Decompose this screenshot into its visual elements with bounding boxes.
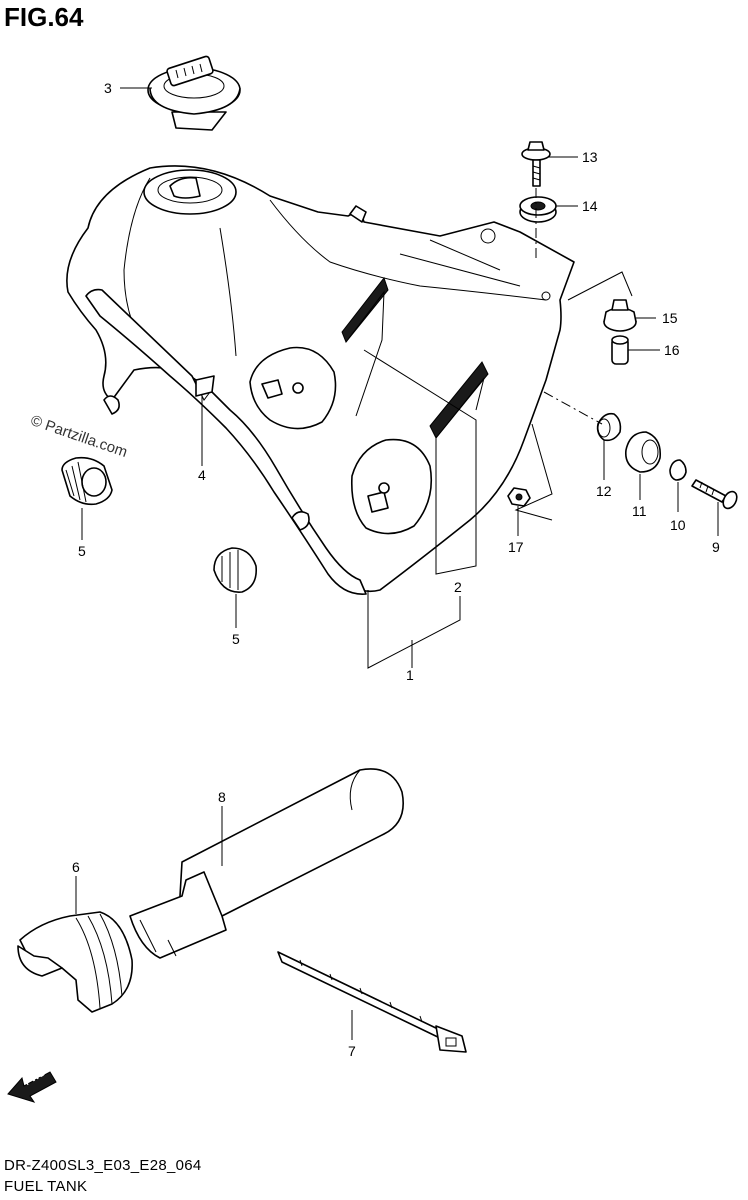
callout-11[interactable]: 11 — [632, 503, 647, 519]
callout-3[interactable]: 3 — [104, 80, 112, 96]
bolt-part-9[interactable] — [691, 479, 740, 511]
callout-4[interactable]: 4 — [198, 467, 206, 483]
page-caption: FUEL TANK — [4, 1178, 88, 1195]
cushion-part-5-a[interactable] — [61, 456, 113, 506]
callout-5-a[interactable]: 5 — [78, 543, 86, 559]
clamp-part-6[interactable] — [17, 911, 133, 1013]
callout-2[interactable]: 2 — [454, 579, 462, 595]
callout-14[interactable]: 14 — [582, 198, 598, 214]
pad-part-2[interactable] — [341, 276, 489, 439]
callout-10[interactable]: 10 — [670, 517, 686, 533]
callout-8[interactable]: 8 — [218, 789, 226, 805]
washer-part-14[interactable] — [519, 196, 557, 223]
spacer-part-16[interactable] — [611, 335, 629, 365]
callout-9[interactable]: 9 — [712, 539, 720, 555]
cover-part-8[interactable] — [129, 768, 404, 959]
cushion-part-15[interactable] — [603, 299, 637, 332]
cushion-part-5-b[interactable] — [213, 547, 258, 593]
forward-direction-arrow — [7, 1071, 57, 1103]
leader-lines — [75, 87, 719, 1040]
callout-16[interactable]: 16 — [664, 342, 680, 358]
collar-part-10[interactable] — [669, 459, 687, 481]
hose-part-4[interactable] — [195, 375, 215, 397]
figure-title: FIG.64 — [4, 2, 84, 32]
cushion-part-11[interactable] — [624, 431, 662, 473]
callout-15[interactable]: 15 — [662, 310, 678, 326]
callout-1[interactable]: 1 — [406, 667, 414, 683]
assembly-line-cushion — [543, 391, 603, 425]
callout-7[interactable]: 7 — [348, 1043, 356, 1059]
bolt-part-13[interactable] — [521, 141, 551, 187]
model-code: DR-Z400SL3_E03_E28_064 — [4, 1157, 202, 1174]
callout-12[interactable]: 12 — [596, 483, 612, 499]
callout-13[interactable]: 13 — [582, 149, 598, 165]
fuel-cap-part-3[interactable] — [147, 55, 241, 131]
callout-6[interactable]: 6 — [72, 859, 80, 875]
callout-5-b[interactable]: 5 — [232, 631, 240, 647]
cable-tie-part-7[interactable] — [277, 951, 467, 1053]
fuel-tank-part-1[interactable] — [66, 165, 575, 595]
callout-17[interactable]: 17 — [508, 539, 524, 555]
nut-part-17[interactable] — [507, 487, 531, 507]
cushion-part-12[interactable] — [596, 412, 622, 442]
